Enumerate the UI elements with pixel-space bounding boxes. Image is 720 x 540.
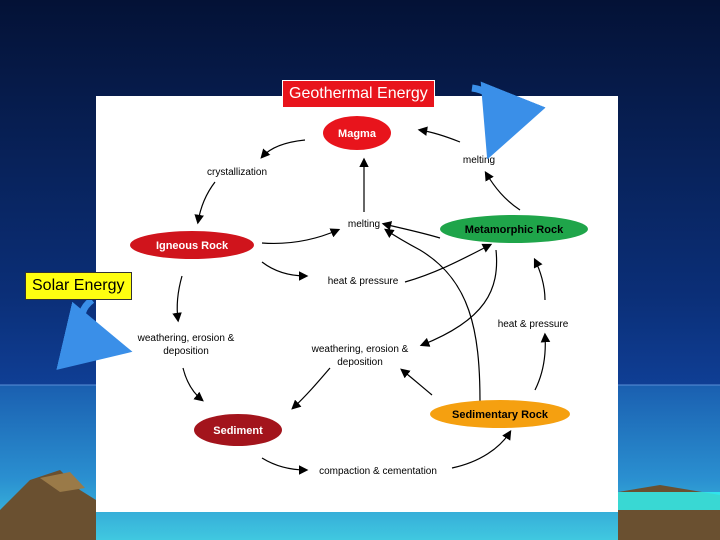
- label-crystallization: crystallization: [207, 167, 267, 178]
- arrow-igneous-heat-pressure: [261, 261, 309, 281]
- label-weathering-left-1: weathering, erosion &: [137, 333, 235, 344]
- node-sedimentary-label: Sedimentary Rock: [452, 409, 549, 421]
- node-metamorphic-label: Metamorphic Rock: [465, 224, 564, 236]
- arrow-metamorphic-center-weathering: [419, 249, 498, 347]
- node-igneous-rock: Igneous Rock: [130, 231, 254, 259]
- arrow-sediment-compaction: [261, 457, 309, 475]
- node-sedimentary-rock: Sedimentary Rock: [430, 400, 570, 428]
- arrow-magma-crystallization: [260, 139, 306, 159]
- label-melting-center: melting: [348, 219, 380, 230]
- geothermal-energy-arrow: [471, 81, 546, 160]
- arrow-crystallization-igneous: [194, 181, 216, 225]
- solar-energy-label: Solar Energy: [25, 272, 132, 300]
- node-sediment: Sediment: [194, 414, 282, 446]
- arrow-melting-magma: [417, 126, 461, 143]
- label-weathering-left-2: deposition: [163, 346, 209, 357]
- node-sediment-label: Sediment: [213, 425, 263, 437]
- arrow-compaction-sedimentary: [451, 429, 512, 469]
- arrow-igneous-center-melting: [261, 228, 341, 245]
- arrow-metamorphic-center-melting: [381, 221, 441, 239]
- label-heat-pressure-right: heat & pressure: [498, 319, 569, 330]
- arrow-sedimentary-center-melting: [384, 228, 481, 403]
- arrow-heat-pressure-metamorphic-right: [533, 257, 546, 301]
- label-melting-top: melting: [463, 155, 495, 166]
- label-weathering-center-2: deposition: [337, 357, 383, 368]
- node-igneous-label: Igneous Rock: [156, 240, 229, 252]
- cycle-arrows: [172, 126, 551, 475]
- process-labels: crystallization melting melting heat & p…: [137, 155, 569, 477]
- solar-energy-arrow: [56, 297, 133, 370]
- label-compaction: compaction & cementation: [319, 466, 437, 477]
- arrow-sedimentary-heat-pressure: [534, 332, 551, 391]
- arrow-sedimentary-center-weathering: [400, 368, 433, 396]
- label-heat-pressure-center: heat & pressure: [328, 276, 399, 287]
- node-magma-label: Magma: [338, 128, 377, 140]
- arrow-center-weathering-sediment: [291, 367, 331, 410]
- node-metamorphic-rock: Metamorphic Rock: [440, 215, 588, 243]
- geothermal-energy-label: Geothermal Energy: [282, 80, 435, 108]
- arrow-weathering-sediment: [182, 367, 204, 402]
- diagram-panel: [96, 96, 618, 512]
- arrow-metamorphic-melting: [484, 170, 521, 211]
- node-magma: Magma: [323, 116, 391, 150]
- arrow-igneous-weathering: [172, 275, 183, 323]
- arrow-heat-pressure-metamorphic: [404, 243, 493, 283]
- label-weathering-center-1: weathering, erosion &: [311, 344, 409, 355]
